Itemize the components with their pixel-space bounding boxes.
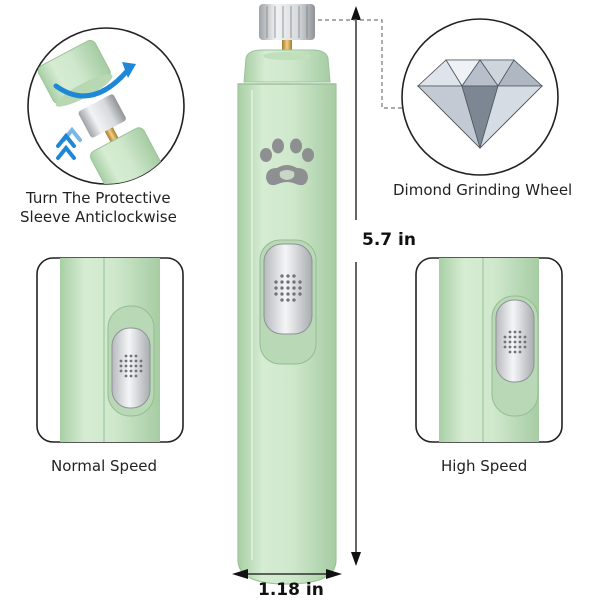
diamond-icon — [416, 59, 544, 150]
grip-dot — [129, 354, 133, 358]
grinding-wheel-label: Dimond Grinding Wheel — [393, 181, 573, 199]
normal-speed-panel — [36, 257, 184, 443]
grip-dot — [280, 286, 284, 290]
width-dimension — [232, 569, 342, 579]
grip-dot — [134, 359, 138, 363]
grip-dot — [124, 354, 128, 358]
shaft — [282, 40, 292, 54]
grip-dot — [280, 292, 284, 296]
grip-dot — [119, 364, 123, 368]
grip-dot — [134, 354, 138, 358]
grip-dot — [139, 369, 143, 373]
grip-dot — [292, 292, 296, 296]
grip-dot — [129, 364, 133, 368]
grip-dot — [508, 330, 512, 334]
grip-dot — [523, 340, 527, 344]
grip-dot — [292, 280, 296, 284]
sleeve-label-line1: Turn The Protective — [26, 189, 171, 207]
grip-dot — [298, 280, 302, 284]
grip-dot — [119, 369, 123, 373]
height-dimension-label: 5.7 in — [362, 230, 416, 250]
grip-dot — [129, 369, 133, 373]
high-speed-panel — [415, 257, 563, 443]
grip-dot — [274, 292, 278, 296]
grip-dot — [503, 335, 507, 339]
grip-dot — [286, 286, 290, 290]
width-dimension-label: 1.18 in — [258, 580, 324, 600]
grip-dot — [518, 335, 522, 339]
diamond-detail-circle — [401, 18, 559, 176]
grinding-wheel — [259, 4, 315, 40]
sleeve-label-line2: Sleeve Anticlockwise — [20, 208, 177, 226]
grip-dot — [286, 280, 290, 284]
grip-dot — [280, 298, 284, 302]
grip-dot — [513, 350, 517, 354]
grip-dot — [124, 374, 128, 378]
grip-dot — [508, 335, 512, 339]
grip-dot — [280, 280, 284, 284]
device-cap — [243, 49, 331, 83]
grip-dot — [513, 335, 517, 339]
grip-dot — [286, 298, 290, 302]
grip-dot — [292, 286, 296, 290]
grip-dot — [139, 364, 143, 368]
grip-dot — [508, 345, 512, 349]
height-dimension — [351, 6, 361, 566]
grip-dot — [129, 359, 133, 363]
grip-dot — [292, 274, 296, 278]
grip-dot — [518, 340, 522, 344]
grip-dot — [523, 345, 527, 349]
grip-dot — [513, 330, 517, 334]
grip-dot — [518, 345, 522, 349]
normal-speed-label: Normal Speed — [51, 457, 158, 475]
grip-dot — [280, 274, 284, 278]
grip-dot — [119, 359, 123, 363]
grip-dot — [134, 369, 138, 373]
grip-dot — [286, 292, 290, 296]
grip-dot — [518, 330, 522, 334]
grip-dot — [518, 350, 522, 354]
grip-dot — [292, 298, 296, 302]
grip-dot — [124, 369, 128, 373]
leader-line — [318, 19, 408, 109]
grip-dot — [503, 340, 507, 344]
grip-dot — [513, 345, 517, 349]
switch-grip-dots — [274, 274, 302, 302]
grip-dot — [274, 286, 278, 290]
grip-dot — [513, 340, 517, 344]
grip-dot — [129, 374, 133, 378]
nail-grinder-device — [237, 4, 337, 585]
grip-dot — [134, 374, 138, 378]
grip-dot — [298, 286, 302, 290]
grip-dot — [124, 359, 128, 363]
grip-dot — [508, 340, 512, 344]
sleeve-detail-circle — [27, 27, 185, 185]
grip-dot — [286, 274, 290, 278]
grip-dot — [274, 280, 278, 284]
double-chevron-up-icon — [56, 126, 82, 160]
grip-dot — [503, 345, 507, 349]
grip-dot — [124, 364, 128, 368]
paw-print-icon — [260, 138, 314, 186]
grip-dot — [134, 364, 138, 368]
high-speed-label: High Speed — [441, 457, 528, 475]
grip-dot — [298, 292, 302, 296]
grip-dot — [508, 350, 512, 354]
grip-dot — [139, 359, 143, 363]
rotate-arrow-icon — [53, 62, 136, 99]
grip-dot — [523, 335, 527, 339]
